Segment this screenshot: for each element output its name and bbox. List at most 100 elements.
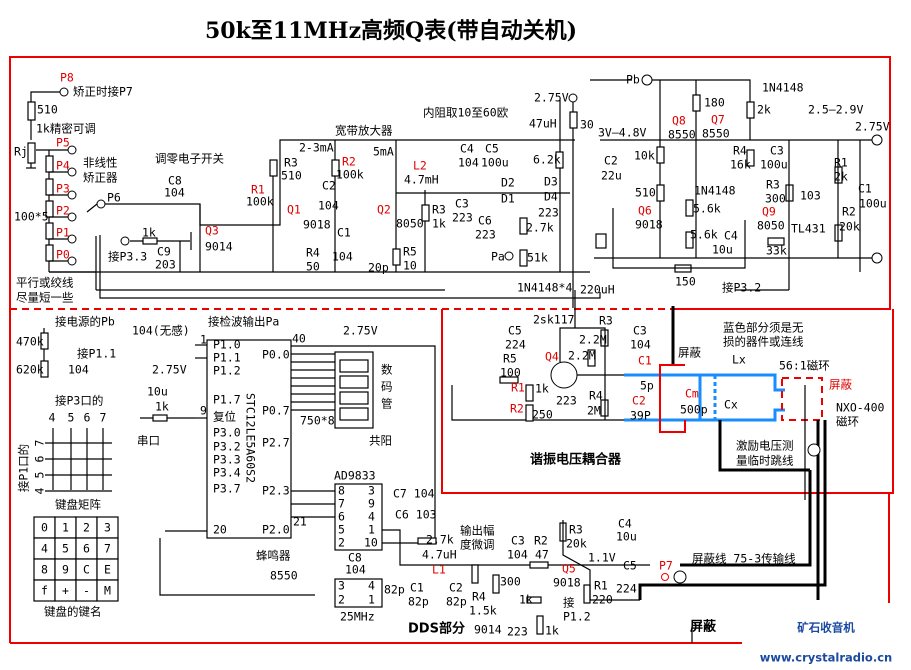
mcu-chip bbox=[206, 339, 292, 539]
a9-label: 9 bbox=[368, 497, 375, 511]
col5-label: 5 bbox=[68, 411, 75, 425]
c2b-label: C2 bbox=[604, 154, 618, 168]
c2av-label: 104 bbox=[318, 199, 339, 213]
nxo-label: NXO-400 bbox=[836, 401, 885, 415]
nonlin1-label: 非线性 bbox=[83, 156, 118, 170]
r2dv-label: 47 bbox=[535, 548, 549, 562]
ma5-label: 5mA bbox=[373, 145, 394, 159]
d1n4148a-label: 1N4148 bbox=[762, 81, 804, 95]
r2k-label: 2k bbox=[757, 103, 771, 117]
q6v-label: 9018 bbox=[635, 218, 663, 232]
jumper1-label: 激励电压测 bbox=[736, 439, 794, 453]
x1-label: 1 bbox=[368, 593, 375, 607]
q5-label: Q5 bbox=[562, 562, 576, 576]
p20-label: P2.0 bbox=[262, 523, 290, 537]
keypad-key-label: E bbox=[104, 563, 111, 577]
tl431-label: TL431 bbox=[791, 222, 826, 236]
r5ev-label: 100 bbox=[500, 366, 521, 380]
seven-segment-display bbox=[334, 351, 374, 429]
lx-label: Lx bbox=[732, 353, 746, 367]
c6a-label: C6 bbox=[478, 214, 492, 228]
r150-label: 150 bbox=[675, 275, 696, 289]
r2ev-label: 250 bbox=[532, 408, 553, 422]
p17-label: P1.7 bbox=[213, 393, 241, 407]
amp1-label: 输出幅 bbox=[460, 524, 495, 538]
to-pb-label: 接电源的Pb bbox=[55, 315, 115, 329]
c3av-label: 223 bbox=[452, 211, 473, 225]
a4-label: 4 bbox=[368, 510, 375, 524]
shield-a-label: 屏蔽 bbox=[678, 346, 701, 360]
nxo2-label: 磁环 bbox=[836, 415, 859, 429]
c5dv-label: 224 bbox=[616, 582, 637, 596]
title: 50k至11MHz高频Q表(带自动关机) bbox=[205, 18, 577, 44]
d1n4148b-label: 1N4148 bbox=[694, 184, 736, 198]
row7-label: 7 bbox=[33, 439, 47, 446]
q9-label: Q9 bbox=[762, 205, 776, 219]
r3dv-label: 20k bbox=[566, 537, 587, 551]
amp2-label: 度微调 bbox=[460, 538, 495, 552]
c5e-label: C5 bbox=[508, 324, 522, 338]
x3-label: 3 bbox=[338, 579, 345, 593]
c4bv-label: 10u bbox=[712, 243, 733, 257]
c2ev-label: 39P bbox=[630, 409, 651, 423]
cm-label: Cm bbox=[685, 387, 699, 401]
row4-label: 4 bbox=[33, 487, 47, 494]
pin20-label: 20 bbox=[213, 523, 227, 537]
q7v-label: 8550 bbox=[702, 127, 730, 141]
q1v-label: 9018 bbox=[303, 218, 331, 232]
keypad-key-label: 6 bbox=[83, 542, 90, 556]
r22b-label: 2.2M bbox=[568, 349, 596, 363]
c8v-label: 104 bbox=[164, 186, 185, 200]
r51-label: 51k bbox=[527, 251, 548, 265]
keypad-key-label: - bbox=[83, 584, 90, 598]
p8-label: P8 bbox=[60, 71, 74, 85]
r100x5-label: 100*5 bbox=[14, 210, 49, 224]
serial-label: 串口 bbox=[137, 434, 160, 448]
c82a-label: 82p bbox=[384, 583, 405, 597]
p27-label: P2.7 bbox=[262, 436, 290, 450]
to-p12b-label: P1.2 bbox=[563, 610, 591, 624]
logo-name: 矿石收音机 bbox=[797, 621, 855, 635]
c7-label: C7 104 bbox=[393, 487, 435, 501]
x4-label: 4 bbox=[368, 579, 375, 593]
twist2-label: 尽量短一些 bbox=[16, 291, 74, 305]
nonlin2-label: 矫正器 bbox=[83, 171, 118, 185]
a6-label: 6 bbox=[338, 510, 345, 524]
v275b-label: 2.75V bbox=[152, 363, 187, 377]
r3bv-label: 1k bbox=[432, 217, 446, 231]
rj-label: Rj bbox=[14, 145, 28, 159]
r4av-label: 50 bbox=[306, 260, 320, 274]
r1d-label: R1 bbox=[594, 579, 608, 593]
buzzer-label: 蜂鸣器 bbox=[256, 549, 291, 563]
c223d-label: 223 bbox=[538, 206, 559, 220]
r56b-label: 5.6k bbox=[690, 228, 718, 242]
c5d-label: C5 bbox=[623, 559, 637, 573]
r3av-label: 510 bbox=[281, 169, 302, 183]
c223f-label: 223 bbox=[556, 394, 577, 408]
inner-r-label: 内阻取10至60欧 bbox=[423, 106, 509, 120]
c4d-label: C4 bbox=[618, 517, 632, 531]
l2v-label: 4.7mH bbox=[404, 173, 439, 187]
c103-label: 103 bbox=[800, 189, 821, 203]
logo-url: www.crystalradio.cn bbox=[760, 651, 892, 665]
c4dv-label: 10u bbox=[616, 530, 637, 544]
q2v-label: 8050 bbox=[396, 217, 424, 231]
p07-label: P0.7 bbox=[262, 404, 290, 418]
c2e-label: C2 bbox=[632, 394, 646, 408]
pin21-label: 21 bbox=[293, 515, 307, 529]
pb-label: Pb bbox=[626, 73, 640, 87]
c2c-label: C2 bbox=[449, 581, 463, 595]
blue-note1-label: 蓝色部分须是无 bbox=[723, 321, 804, 335]
p30-label: P3.0 bbox=[213, 426, 241, 440]
c3d-label: C3 bbox=[511, 534, 525, 548]
r33k-label: 33k bbox=[766, 244, 787, 258]
p32-label: P3.2 bbox=[213, 440, 241, 454]
keypad-key-label: 7 bbox=[104, 542, 111, 556]
c223e-label: 223 bbox=[507, 625, 528, 639]
c104k-label: 104 bbox=[68, 363, 89, 377]
q8-label: Q8 bbox=[672, 114, 686, 128]
a1-label: 1 bbox=[368, 523, 375, 537]
c2bv-label: 22u bbox=[601, 169, 622, 183]
